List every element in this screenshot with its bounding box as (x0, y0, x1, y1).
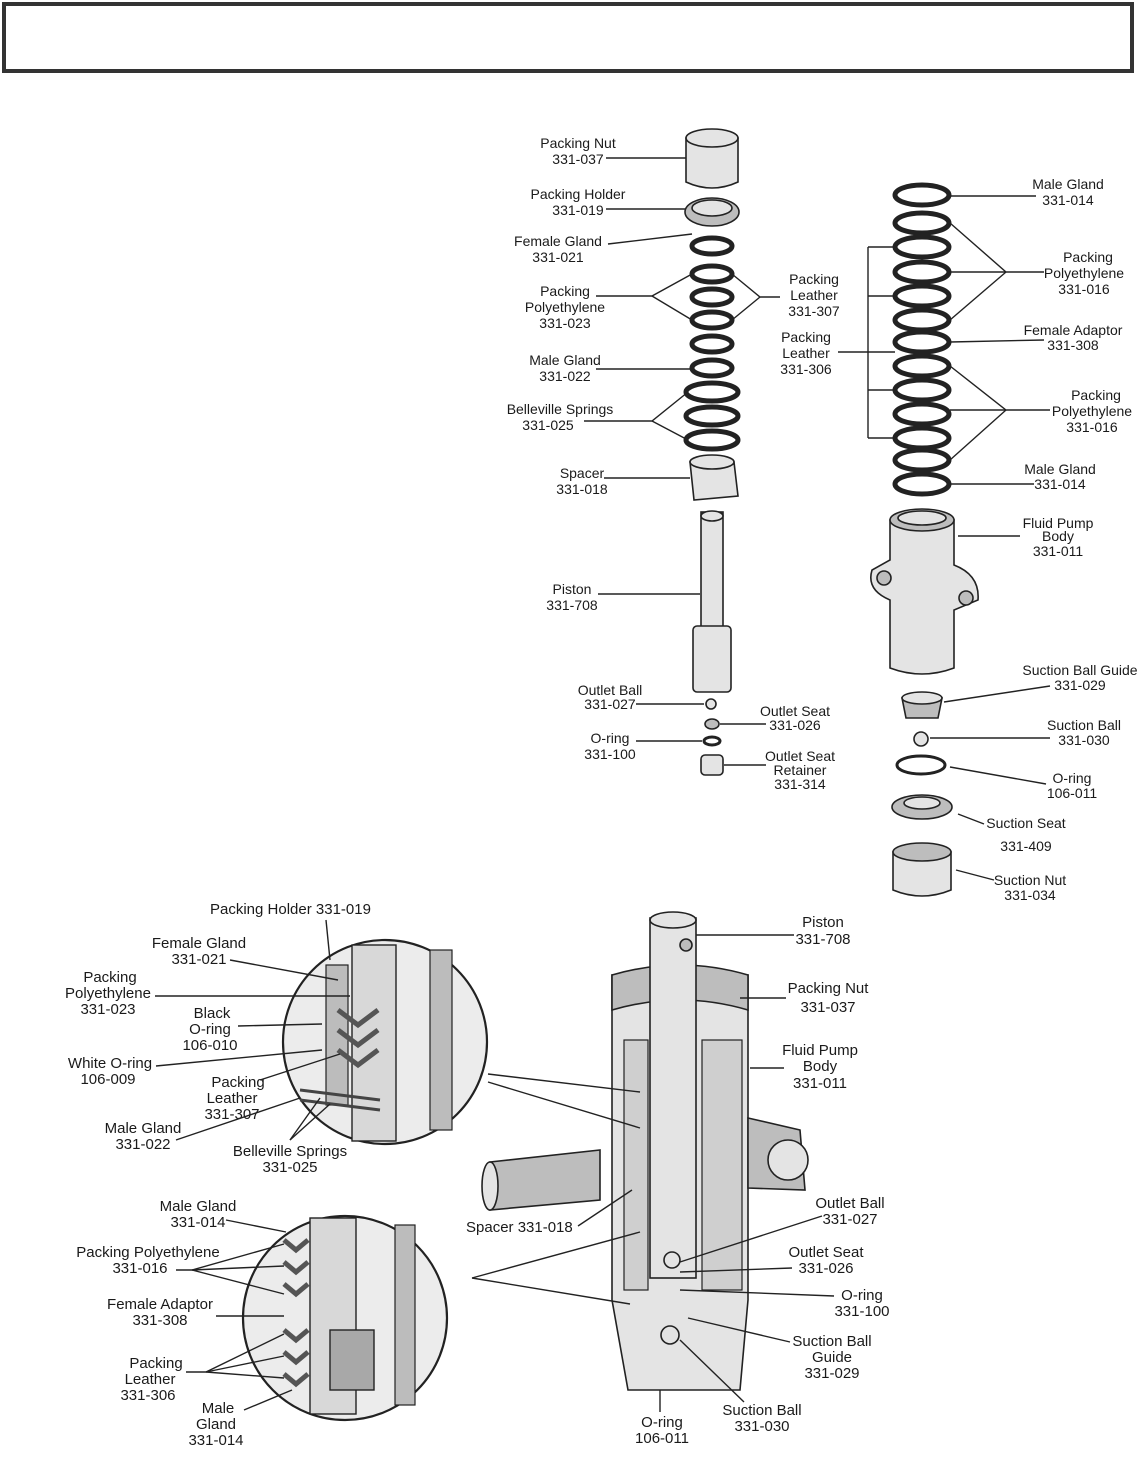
female-gland-part (689, 235, 735, 257)
top-right-stack (870, 182, 979, 897)
oring-106-011-part (895, 754, 947, 776)
detail-circle-top (281, 938, 489, 1146)
side-inlet (489, 1149, 601, 1211)
cross-section-assembly (471, 911, 809, 1391)
oring-part (702, 735, 722, 747)
label-br-spacer: Spacer 331-018 (466, 1219, 573, 1236)
detail-circle-bottom (241, 1214, 449, 1422)
outlet-ball-part (705, 698, 717, 710)
fluid-pump-body-part (870, 519, 979, 675)
suction-nut-part (892, 851, 952, 897)
piston-part (700, 511, 724, 633)
label-bl-packing-holder: Packing Holder 331-019 (210, 901, 371, 918)
header-bar (2, 2, 1134, 73)
suction-ball-part (913, 731, 929, 747)
piston-section (649, 917, 697, 1279)
outlet-seat-part (704, 718, 720, 730)
outlet-seat-retainer-part (700, 754, 724, 776)
top-left-stack (683, 128, 741, 776)
